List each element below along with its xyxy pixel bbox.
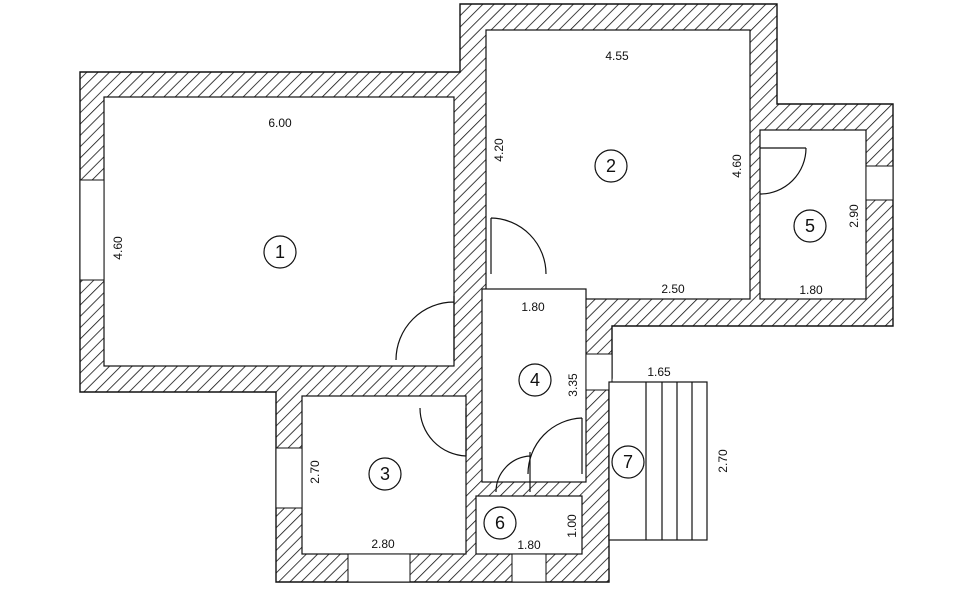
doors <box>395 147 807 493</box>
door-room-2-4 <box>490 217 547 275</box>
room-3-width: 2.80 <box>371 537 395 551</box>
room-3-number: 3 <box>380 464 390 484</box>
room-4-width: 1.80 <box>521 300 545 314</box>
room-4-number: 4 <box>530 370 540 390</box>
window-east-room-5 <box>865 165 894 201</box>
room-markers: 1 2 3 4 5 6 7 <box>263 149 827 540</box>
room-1-height: 4.60 <box>111 236 125 260</box>
window-west <box>79 179 105 281</box>
door-room-4-stairs <box>527 417 583 475</box>
room-2-number: 2 <box>606 156 616 176</box>
room-2-height-left: 4.20 <box>492 138 506 162</box>
room-6-width: 1.80 <box>517 538 541 552</box>
room-7-width: 1.65 <box>647 365 671 379</box>
windows <box>79 165 894 583</box>
room-5-number: 5 <box>805 216 815 236</box>
room-1-number: 1 <box>275 242 285 262</box>
room-1-area <box>103 96 455 367</box>
dimension-labels: 6.00 4.60 4.55 4.20 4.60 2.50 2.80 2.70 … <box>111 49 861 552</box>
window-room-3-west <box>275 447 303 509</box>
door-room-1-4 <box>395 296 455 361</box>
room-2-height-right: 4.60 <box>730 154 744 178</box>
door-room-6 <box>495 452 531 493</box>
room-1-width: 6.00 <box>268 116 292 130</box>
window-south-2 <box>511 553 547 583</box>
room-6-number: 6 <box>495 513 505 533</box>
room-4-height: 3.35 <box>566 373 580 397</box>
window-south-1 <box>347 553 411 583</box>
room-3-height: 2.70 <box>308 460 322 484</box>
window-room-4-east <box>585 353 613 391</box>
room-6-height: 1.00 <box>565 514 579 538</box>
room-2-width: 4.55 <box>605 49 629 63</box>
room-7-height: 2.70 <box>716 449 730 473</box>
room-2-bottom: 2.50 <box>661 282 685 296</box>
room-5-width: 1.80 <box>799 283 823 297</box>
room-5-height: 2.90 <box>847 204 861 228</box>
door-room-3 <box>419 407 467 457</box>
room-7-number: 7 <box>623 452 633 472</box>
door-room-2-5 <box>759 147 807 195</box>
